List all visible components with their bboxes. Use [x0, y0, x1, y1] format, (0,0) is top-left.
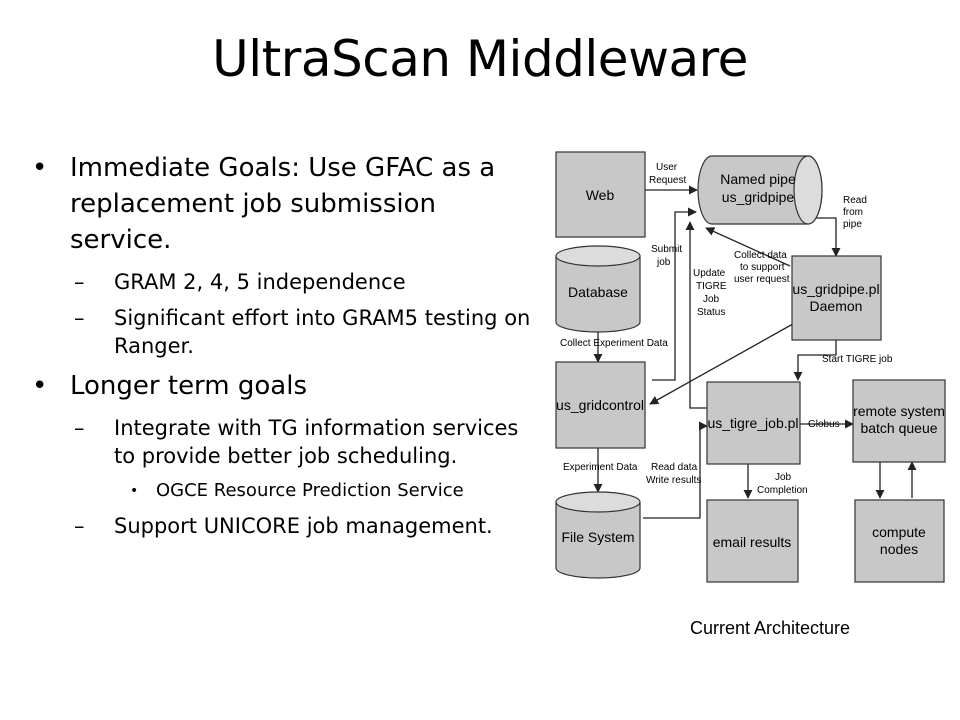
- sub-bullet-item: – Significant effort into GRAM5 testing o…: [32, 304, 542, 360]
- edge-collect-data: [705, 227, 791, 267]
- dash-marker: –: [74, 514, 85, 538]
- svg-text:us_tigre_job.pl: us_tigre_job.pl: [707, 415, 798, 431]
- sub-sub-bullet-item: • OGCE Resource Prediction Service: [32, 478, 542, 504]
- bullet-marker: •: [130, 483, 139, 499]
- bullet-text: Longer term goals: [70, 371, 307, 401]
- label-update-3: Job: [703, 294, 720, 305]
- edge-submit-job: [652, 207, 697, 381]
- svg-text:Web: Web: [586, 187, 615, 203]
- sub-sub-bullet-text: OGCE Resource Prediction Service: [156, 480, 464, 501]
- label-read-3: pipe: [843, 219, 862, 230]
- svg-text:remote system: remote system: [853, 403, 945, 419]
- sub-bullet-text: GRAM 2, 4, 5 independence: [114, 270, 406, 294]
- svg-text:batch queue: batch queue: [860, 420, 937, 436]
- svg-text:File System: File System: [561, 529, 634, 545]
- node-gridcontrol: us_gridcontrol: [555, 361, 646, 449]
- slide-title: UltraScan Middleware: [212, 30, 748, 88]
- svg-text:email results: email results: [713, 534, 792, 550]
- bullet-item: • Immediate Goals: Use GFAC as a replacem…: [32, 150, 542, 258]
- node-named-pipe: Named pipe us_gridpipe: [697, 155, 823, 225]
- sub-bullet-text: Significant effort into GRAM5 testing on…: [114, 306, 531, 358]
- label-job-completion-1: Job: [775, 472, 792, 483]
- svg-text:Named pipe: Named pipe: [720, 171, 796, 187]
- edge-labels: User Request Read from pipe Submit job C…: [560, 162, 893, 496]
- node-batch-queue: remote system batch queue: [852, 379, 946, 463]
- bullet-item: • Longer term goals: [32, 368, 542, 404]
- bullet-text: Immediate Goals: Use GFAC as a replaceme…: [70, 153, 496, 255]
- svg-text:us_gridcontrol: us_gridcontrol: [556, 397, 644, 413]
- label-experiment-data: Experiment Data: [563, 462, 638, 473]
- edge-read-write: [643, 421, 708, 519]
- label-read-write-2: Write results: [646, 475, 701, 486]
- node-compute: compute nodes: [854, 499, 945, 583]
- label-user-request-2: Request: [649, 175, 686, 186]
- dash-marker: –: [74, 270, 85, 294]
- label-collect-experiment: Collect Experiment Data: [560, 338, 668, 349]
- label-read-2: from: [843, 207, 863, 218]
- svg-text:Database: Database: [568, 284, 628, 300]
- dash-marker: –: [74, 306, 85, 330]
- edge-update-tigre: [685, 221, 709, 409]
- label-globus: Globus: [808, 419, 840, 430]
- label-collect-1: Collect data: [734, 250, 787, 261]
- label-user-request-1: User: [656, 162, 678, 173]
- node-database: Database: [555, 245, 641, 333]
- label-update-1: Update: [693, 268, 726, 279]
- node-file-system: File System: [555, 491, 641, 579]
- label-update-4: Status: [697, 307, 725, 318]
- svg-text:compute: compute: [872, 524, 926, 540]
- sub-bullet-item: – GRAM 2, 4, 5 independence: [32, 268, 542, 296]
- label-read-write-1: Read data: [651, 462, 698, 473]
- svg-text:us_gridpipe: us_gridpipe: [722, 189, 795, 205]
- label-collect-2: to support: [740, 262, 785, 273]
- edge-read-from-pipe: [816, 217, 841, 257]
- node-web: Web: [555, 151, 646, 238]
- edge-to-gridcontrol: [649, 319, 801, 405]
- sub-bullet-text: Integrate with TG information services t…: [114, 416, 519, 468]
- bullet-marker: •: [32, 371, 48, 401]
- bullet-list: • Immediate Goals: Use GFAC as a replacem…: [32, 150, 542, 548]
- edge-start-tigre: [793, 340, 837, 381]
- diagram-caption: Current Architecture: [690, 618, 851, 638]
- label-submit-1: Submit: [651, 244, 682, 255]
- label-start-tigre: Start TIGRE job: [822, 354, 893, 365]
- label-collect-3: user request: [734, 274, 790, 285]
- node-email: email results: [706, 499, 799, 583]
- bullet-marker: •: [32, 153, 48, 183]
- sub-bullet-item: – Integrate with TG information services …: [32, 414, 542, 470]
- label-update-2: TIGRE: [696, 281, 727, 292]
- svg-text:nodes: nodes: [880, 541, 918, 557]
- label-submit-2: job: [656, 257, 671, 268]
- svg-text:Daemon: Daemon: [810, 298, 863, 314]
- sub-bullet-item: – Support UNICORE job management.: [32, 512, 542, 540]
- node-tigre-job: us_tigre_job.pl: [706, 381, 801, 465]
- node-daemon: us_gridpipe.pl Daemon: [791, 255, 882, 341]
- svg-text:us_gridpipe.pl: us_gridpipe.pl: [792, 281, 879, 297]
- sub-bullet-text: Support UNICORE job management.: [114, 514, 493, 538]
- label-read-1: Read: [843, 195, 867, 206]
- label-job-completion-2: Completion: [757, 485, 808, 496]
- dash-marker: –: [74, 416, 85, 440]
